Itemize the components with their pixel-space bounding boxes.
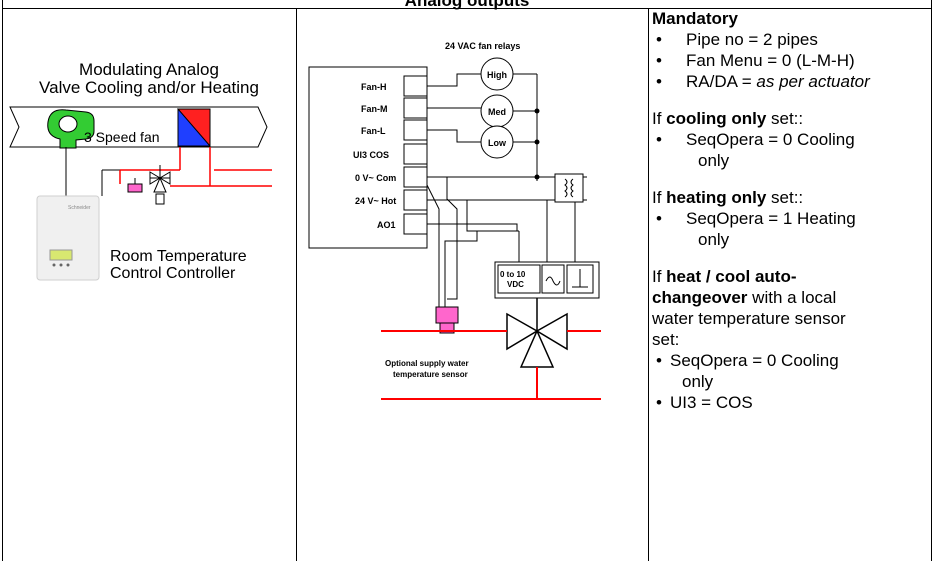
item-text: SeqOpera = 0 Cooling: [686, 130, 855, 149]
terminal-ui3-cos: UI3 COS: [353, 150, 389, 160]
mandatory-heading: Mandatory: [652, 9, 738, 28]
sensor-label-line1: Optional supply water: [385, 359, 469, 368]
col1-title-line2: Valve Cooling and/or Heating: [39, 78, 259, 97]
relay-title: 24 VAC fan relays: [445, 41, 520, 51]
sensor-label-line2: temperature sensor: [393, 370, 468, 379]
list-item: SeqOpera = 1 Heating only: [652, 208, 932, 250]
list-item: SeqOpera = 0 Cooling only: [652, 129, 932, 171]
auto-list: SeqOpera = 0 Cooling only UI3 = COS: [652, 350, 932, 413]
txt: If: [652, 267, 667, 286]
fan-label: 3 Speed fan: [84, 129, 160, 145]
item-text: Fan Menu = 0 (L-M-H): [686, 51, 855, 70]
list-item: UI3 = COS: [652, 392, 932, 413]
item-text: Pipe no = 2 pipes: [686, 30, 818, 49]
txt: water temperature sensor: [652, 309, 846, 328]
txt: with a local: [747, 288, 837, 307]
device-brand: Schneider: [68, 205, 91, 211]
txt: set:: [652, 330, 680, 349]
item-text: only: [698, 151, 730, 170]
right-border: [931, 0, 932, 561]
txt: If: [652, 188, 667, 207]
cooling-list: SeqOpera = 0 Cooling only: [652, 129, 932, 171]
duct-diagram: 3 Speed fan: [9, 106, 272, 281]
room-line1: Room Temperature: [110, 248, 247, 265]
actuator-signal-line1: 0 to 10: [500, 270, 526, 279]
col-divider-2: [648, 8, 649, 561]
transformer-icon: [554, 173, 584, 203]
heating-only-line: If heating only set::: [652, 187, 932, 208]
left-border: [2, 0, 3, 561]
terminal-0v-com: 0 V~ Com: [355, 173, 396, 183]
header-divider: [2, 8, 932, 9]
auto-changeover-line: If heat / cool auto- changeover with a l…: [652, 266, 932, 350]
coil-icon: [176, 108, 211, 148]
item-text: SeqOpera = 0 Cooling: [670, 351, 839, 370]
room-line2: Control Controller: [110, 265, 236, 282]
terminal-24v-hot: 24 V~ Hot: [355, 196, 396, 206]
item-text: only: [698, 230, 730, 249]
list-item: SeqOpera = 0 Cooling only: [652, 350, 932, 392]
relay-low: Low: [488, 138, 507, 148]
list-item: Pipe no = 2 pipes: [652, 29, 932, 50]
table-title: Analog outputs: [404, 0, 530, 10]
item-text: RA/DA =: [686, 72, 757, 91]
sensor-icon-small: [127, 178, 143, 193]
valve-icon: [149, 165, 171, 193]
txt: If: [652, 109, 667, 128]
list-item: RA/DA = as per actuator: [652, 71, 932, 92]
col-divider-1: [296, 8, 297, 561]
terminal-fan-l: Fan-L: [361, 126, 386, 136]
settings-column: Mandatory Pipe no = 2 pipes Fan Menu = 0…: [652, 8, 932, 413]
txt-bold: cooling only: [666, 109, 767, 128]
list-item: Fan Menu = 0 (L-M-H): [652, 50, 932, 71]
cooling-only-line: If cooling only set::: [652, 108, 932, 129]
wiring-diagram: 24 VAC fan relays Fan-H Fan-M Fan-L UI3 …: [308, 41, 601, 400]
relay-high: High: [487, 70, 507, 80]
valve-large-icon: [506, 298, 568, 368]
room-controller-label: Room Temperature Control Controller: [110, 248, 247, 282]
item-text: only: [682, 372, 714, 391]
terminal-fan-m: Fan-M: [361, 104, 388, 114]
txt: set::: [766, 188, 804, 207]
actuator-box: [494, 261, 600, 299]
txt-bold: changeover: [652, 288, 748, 307]
supply-water-sensor: [435, 306, 459, 334]
heating-list: SeqOpera = 1 Heating only: [652, 208, 932, 250]
item-text-italic: as per actuator: [756, 72, 870, 91]
txt-bold: heating only: [666, 188, 767, 207]
mandatory-list: Pipe no = 2 pipes Fan Menu = 0 (L-M-H) R…: [652, 29, 932, 92]
col1-title-line1: Modulating Analog: [79, 60, 219, 79]
terminal-fan-h: Fan-H: [361, 82, 387, 92]
item-text: SeqOpera = 1 Heating: [686, 209, 856, 228]
fan-icon: [47, 109, 95, 149]
relay-med: Med: [488, 107, 506, 117]
controller-device: Schneider: [36, 195, 100, 281]
txt: set::: [766, 109, 804, 128]
item-text: UI3 = COS: [670, 393, 753, 412]
terminal-ao1: AO1: [377, 220, 396, 230]
txt-bold: heat / cool auto-: [666, 267, 797, 286]
actuator-signal-line2: VDC: [507, 280, 524, 289]
